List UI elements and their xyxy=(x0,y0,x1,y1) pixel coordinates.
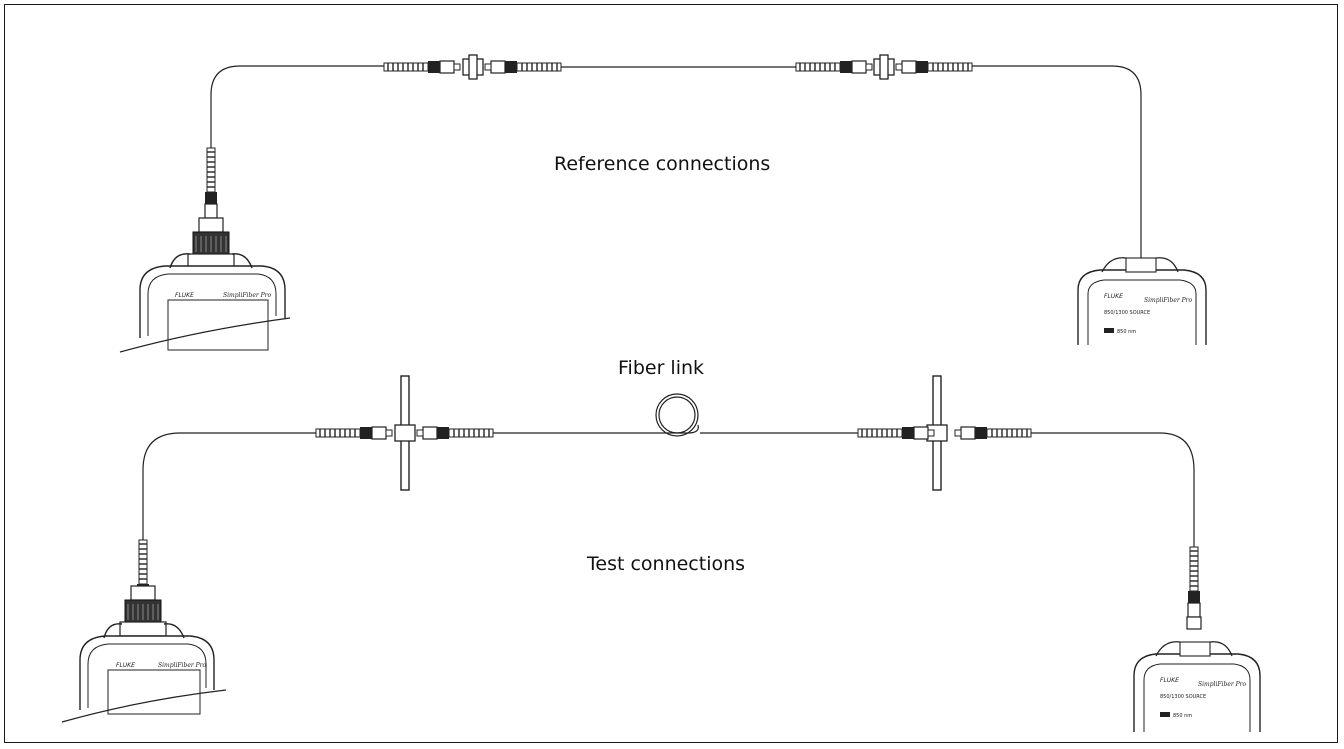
test-left-model-text: SimpliFiber Pro xyxy=(158,662,207,669)
ref-left-cable xyxy=(210,65,384,148)
ref-right-model-text: SimpliFiber Pro xyxy=(1144,297,1193,304)
reference-connections-label: Reference connections xyxy=(554,153,771,175)
test-right-model-text: SimpliFiber Pro xyxy=(1198,681,1247,688)
ref-right-source-text: 850/1300 SOURCE xyxy=(1104,310,1150,316)
test-left-cable xyxy=(142,432,316,540)
test-connections-label: Test connections xyxy=(587,553,746,575)
test-left-meter: FLUKE SimpliFiber Pro xyxy=(61,623,227,723)
test-right-cable xyxy=(1031,432,1195,547)
test-right-wavelength-text: 850 nm xyxy=(1173,713,1192,719)
test-link-cable xyxy=(493,424,858,434)
ref-left-meter: FLUKE SimpliFiber Pro xyxy=(119,253,291,353)
test-left-meter-connector xyxy=(119,539,167,637)
ref-left-brand-text: FLUKE xyxy=(175,292,194,299)
ref-right-cable xyxy=(972,65,1142,262)
ref-connector-pair-2 xyxy=(795,54,973,80)
diagram-frame xyxy=(4,4,1338,743)
ref-left-model-text: SimpliFiber Pro xyxy=(223,292,272,299)
ref-left-meter-connector xyxy=(187,147,235,269)
test-right-source-connector xyxy=(1186,546,1202,630)
ref-right-source: FLUKE SimpliFiber Pro 850/1300 SOURCE 85… xyxy=(1077,257,1207,345)
test-bulkhead-left xyxy=(394,375,416,491)
ref-right-brand-text: FLUKE xyxy=(1104,293,1123,300)
fiber-link-spool xyxy=(655,393,699,437)
ref-connector-pair-1 xyxy=(383,54,562,80)
test-right-source: FLUKE SimpliFiber Pro 850/1300 SOURCE 85… xyxy=(1133,641,1261,732)
test-left-brand-text: FLUKE xyxy=(116,662,135,669)
fiber-link-label: Fiber link xyxy=(618,357,705,379)
ref-right-wavelength-text: 850 nm xyxy=(1117,329,1136,335)
test-right-source-text: 850/1300 SOURCE xyxy=(1160,694,1206,700)
test-right-brand-text: FLUKE xyxy=(1160,677,1179,684)
